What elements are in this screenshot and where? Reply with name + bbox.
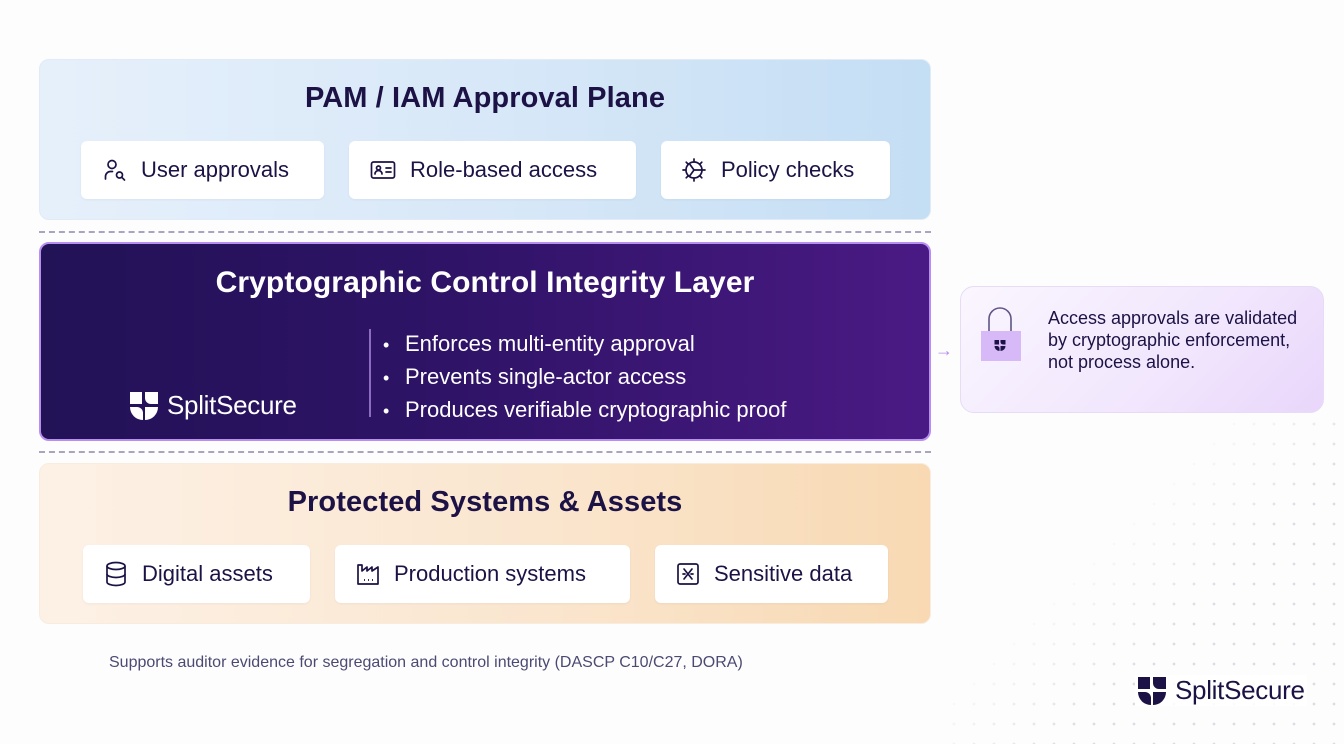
splitsecure-logo: SplitSecure bbox=[129, 390, 297, 421]
padlock-shield-icon bbox=[981, 307, 1021, 361]
chip-policy-checks: Policy checks bbox=[661, 141, 890, 199]
callout-text: Access approvals are validated by crypto… bbox=[1048, 308, 1298, 372]
pam-iam-approval-plane: PAM / IAM Approval Plane User approvals … bbox=[39, 59, 931, 220]
chip-label: Role-based access bbox=[410, 157, 598, 182]
user-search-icon bbox=[104, 159, 126, 181]
chip-production-systems: Production systems bbox=[335, 545, 630, 603]
brand-name: SplitSecure bbox=[1175, 675, 1305, 705]
splitsecure-brand-logo: SplitSecure bbox=[1135, 675, 1307, 706]
gear-play-icon bbox=[682, 158, 706, 182]
factory-icon bbox=[357, 564, 379, 585]
vertical-divider bbox=[369, 329, 371, 417]
id-card-icon bbox=[370, 161, 396, 179]
shield-logo-icon bbox=[130, 391, 158, 420]
callout-card: Access approvals are validated by crypto… bbox=[960, 286, 1324, 413]
chip-label: Policy checks bbox=[721, 157, 855, 182]
bottom-layer-title: Protected Systems & Assets bbox=[287, 486, 683, 518]
bullet-item: Produces verifiable cryptographic proof bbox=[383, 394, 787, 427]
layer-divider-top bbox=[39, 231, 931, 233]
middle-layer-title: Cryptographic Control Integrity Layer bbox=[215, 266, 755, 299]
cryptographic-control-integrity-layer: Cryptographic Control Integrity Layer Sp… bbox=[39, 242, 931, 441]
chip-role-based-access: Role-based access bbox=[349, 141, 636, 199]
chip-label: Production systems bbox=[394, 561, 586, 586]
top-layer-title: PAM / IAM Approval Plane bbox=[304, 82, 666, 114]
protected-systems-assets: Protected Systems & Assets Digital asset… bbox=[39, 463, 931, 624]
footnote: Supports auditor evidence for segregatio… bbox=[109, 654, 743, 671]
chip-label: Digital assets bbox=[142, 561, 273, 586]
chip-digital-assets: Digital assets bbox=[83, 545, 310, 603]
shield-logo-icon bbox=[1138, 676, 1166, 705]
layer-divider-bottom bbox=[39, 451, 931, 453]
vault-icon bbox=[677, 563, 699, 585]
chip-sensitive-data: Sensitive data bbox=[655, 545, 888, 603]
database-icon bbox=[106, 561, 126, 587]
bullet-item: Prevents single-actor access bbox=[383, 361, 787, 394]
chip-label: User approvals bbox=[141, 157, 289, 182]
feature-bullet-list: Enforces multi-entity approval Prevents … bbox=[383, 328, 787, 427]
chip-user-approvals: User approvals bbox=[81, 141, 324, 199]
logo-text: SplitSecure bbox=[167, 390, 297, 420]
bullet-item: Enforces multi-entity approval bbox=[383, 328, 787, 361]
arrow-right-icon: → bbox=[935, 340, 953, 360]
chip-label: Sensitive data bbox=[714, 561, 853, 586]
